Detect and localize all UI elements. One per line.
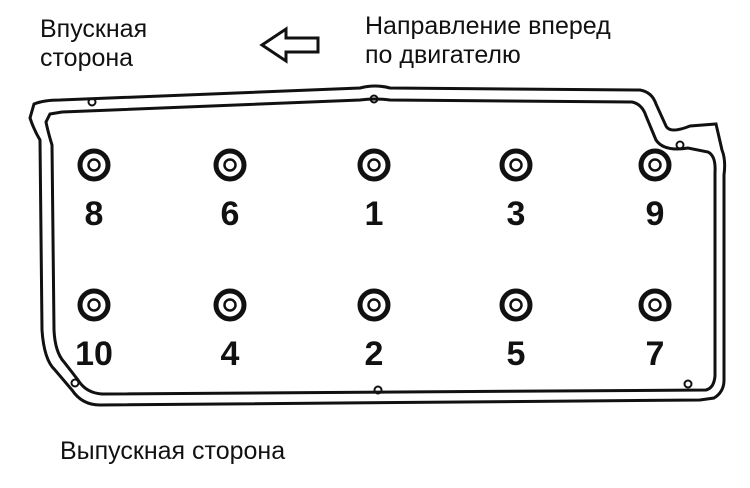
bolt-order-number: 7 xyxy=(646,335,665,373)
bolt-head-inner xyxy=(223,298,237,312)
bolt-3: 3 xyxy=(499,148,533,233)
bolt-head-inner xyxy=(87,298,101,312)
bolt-4: 4 xyxy=(213,288,247,373)
intake-side-label: Впускная сторона xyxy=(40,15,147,73)
locating-hole xyxy=(373,385,383,395)
gasket-inner-outline xyxy=(44,97,717,396)
locating-hole xyxy=(70,378,80,388)
bolt-head-outer xyxy=(638,148,672,182)
bolt-head-inner xyxy=(648,158,662,172)
bolt-order-number: 2 xyxy=(365,335,384,373)
intake-side-line-2: сторона xyxy=(40,44,134,72)
locating-hole xyxy=(87,97,97,107)
bolt-order-number: 10 xyxy=(75,335,113,373)
bolt-order-number: 8 xyxy=(85,195,104,233)
forward-direction-line-1: Направление вперед xyxy=(365,12,611,40)
bolt-head-inner xyxy=(367,298,381,312)
bolt-order-number: 9 xyxy=(646,195,665,233)
exhaust-side-label: Выпускная сторона xyxy=(60,437,286,465)
bolt-6: 6 xyxy=(213,148,247,233)
bolt-head-outer xyxy=(213,148,247,182)
bolt-head-outer xyxy=(77,148,111,182)
bolt-head-inner xyxy=(223,158,237,172)
bolt-head-outer xyxy=(77,288,111,322)
bolt-head-inner xyxy=(509,158,523,172)
bolt-head-outer xyxy=(499,148,533,182)
bolt-head-inner xyxy=(509,298,523,312)
bolt-order-number: 3 xyxy=(507,195,526,233)
bolt-9: 9 xyxy=(638,148,672,233)
forward-direction-line-2: по двигателю xyxy=(365,41,521,69)
bolt-order-number: 6 xyxy=(221,195,240,233)
locating-hole xyxy=(369,94,379,104)
bolt-1: 1 xyxy=(357,148,391,233)
bolt-order-number: 4 xyxy=(221,335,240,373)
bolt-head-outer xyxy=(499,288,533,322)
bolt-2: 2 xyxy=(357,288,391,373)
bolt-5: 5 xyxy=(499,288,533,373)
intake-side-line-1: Впускная xyxy=(40,15,148,43)
left-arrow-icon xyxy=(259,26,320,64)
bolt-head-inner xyxy=(367,158,381,172)
bolt-head-outer xyxy=(638,288,672,322)
gasket-outer-outline xyxy=(28,84,727,407)
bolt-layer: 8 6 1 3 9 10 4 2 5 7 xyxy=(75,148,672,373)
bolt-8: 8 xyxy=(77,148,111,233)
bolt-head-inner xyxy=(87,158,101,172)
locating-holes xyxy=(70,94,693,395)
locating-hole xyxy=(683,379,693,389)
bolt-head-inner xyxy=(648,298,662,312)
bolt-10: 10 xyxy=(75,288,113,373)
bolt-head-outer xyxy=(357,148,391,182)
bolt-7: 7 xyxy=(638,288,672,373)
bolt-order-number: 1 xyxy=(365,195,384,233)
bolt-order-number: 5 xyxy=(507,335,526,373)
locating-hole xyxy=(675,140,685,150)
forward-direction-label: Направление вперед по двигателю xyxy=(365,12,611,70)
bolt-head-outer xyxy=(357,288,391,322)
bolt-head-outer xyxy=(213,288,247,322)
